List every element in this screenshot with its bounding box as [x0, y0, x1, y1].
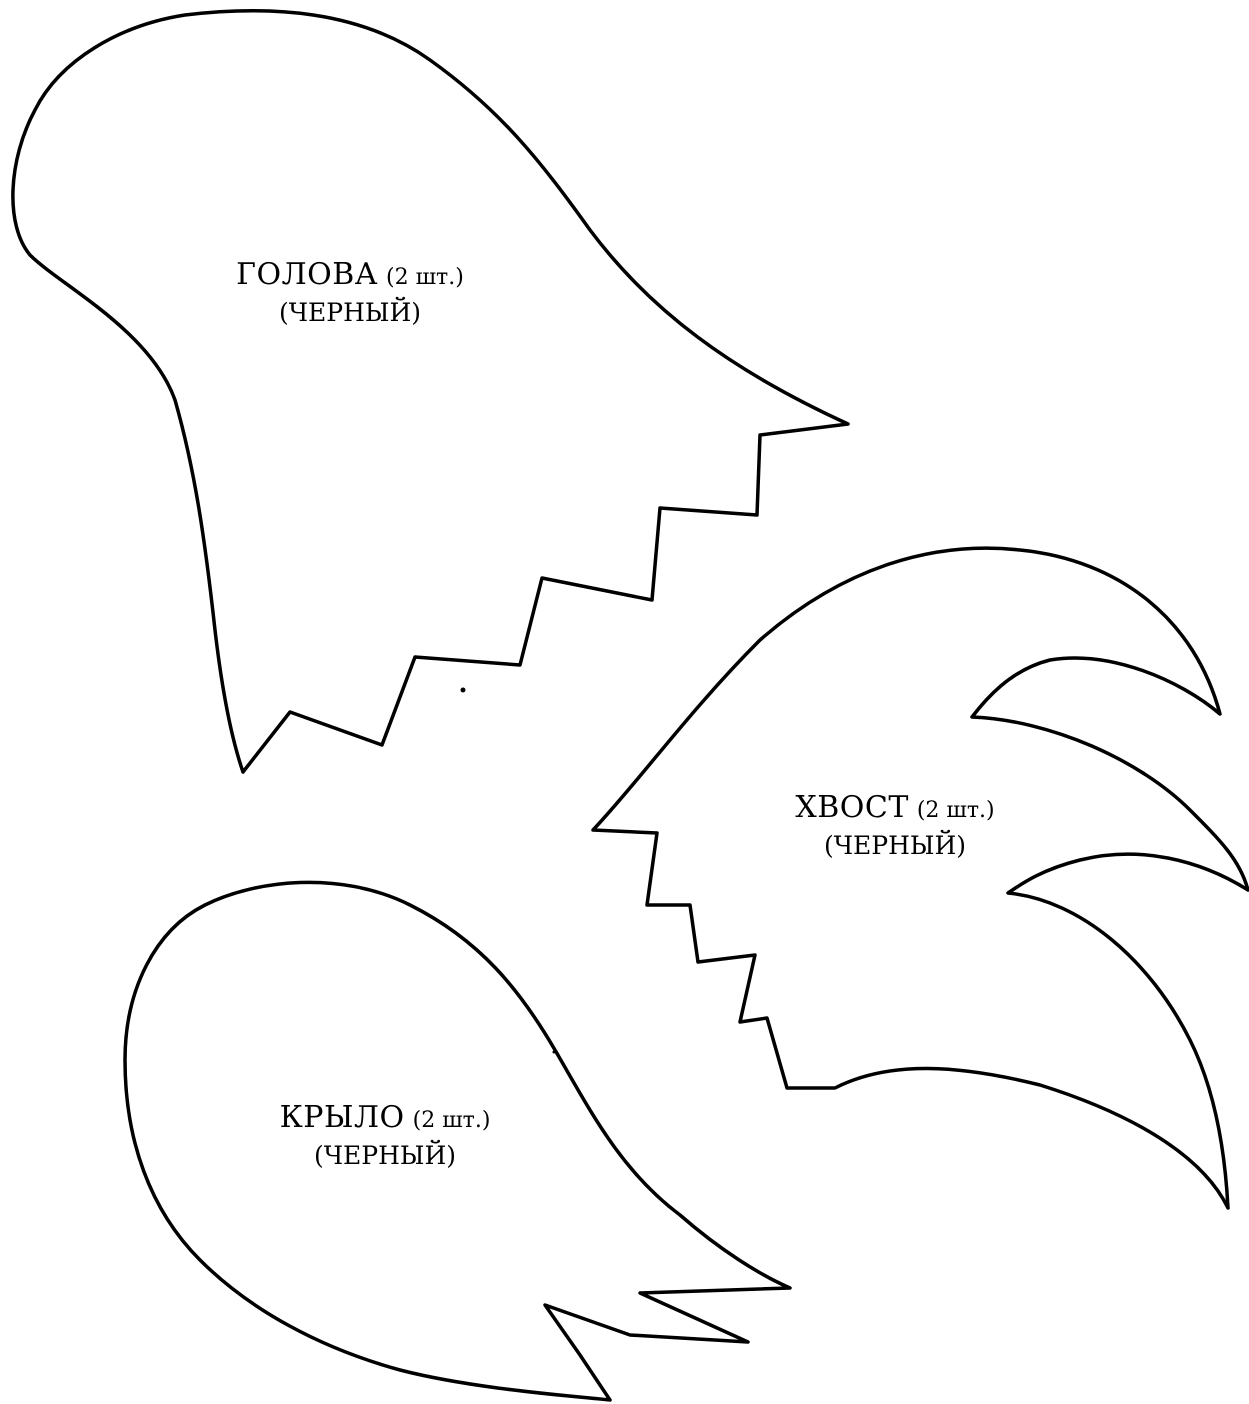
tail-label: ХВОСТ (2 шт.) (ЧЕРНЫЙ)	[760, 788, 1030, 862]
head-quantity: (2 шт.)	[386, 265, 464, 290]
wing-label: КРЫЛО (2 шт.) (ЧЕРНЫЙ)	[245, 1098, 525, 1172]
head-color: (ЧЕРНЫЙ)	[278, 297, 422, 327]
tail-name: ХВОСТ	[795, 790, 909, 825]
wing-color: (ЧЕРНЫЙ)	[313, 1140, 457, 1170]
head-label: ГОЛОВА (2 шт.) (ЧЕРНЫЙ)	[205, 255, 495, 329]
wing-quantity: (2 шт.)	[412, 1108, 491, 1133]
tail-outline	[591, 546, 1249, 1210]
wing-outline	[123, 880, 792, 1402]
tail-quantity: (2 шт.)	[916, 798, 995, 823]
tail-color: (ЧЕРНЫЙ)	[823, 830, 967, 860]
speck-dot	[460, 687, 466, 693]
head-outline	[11, 9, 850, 774]
head-name: ГОЛОВА	[236, 257, 379, 292]
speck-dot	[552, 1050, 556, 1054]
wing-name: КРЫЛО	[279, 1100, 405, 1135]
